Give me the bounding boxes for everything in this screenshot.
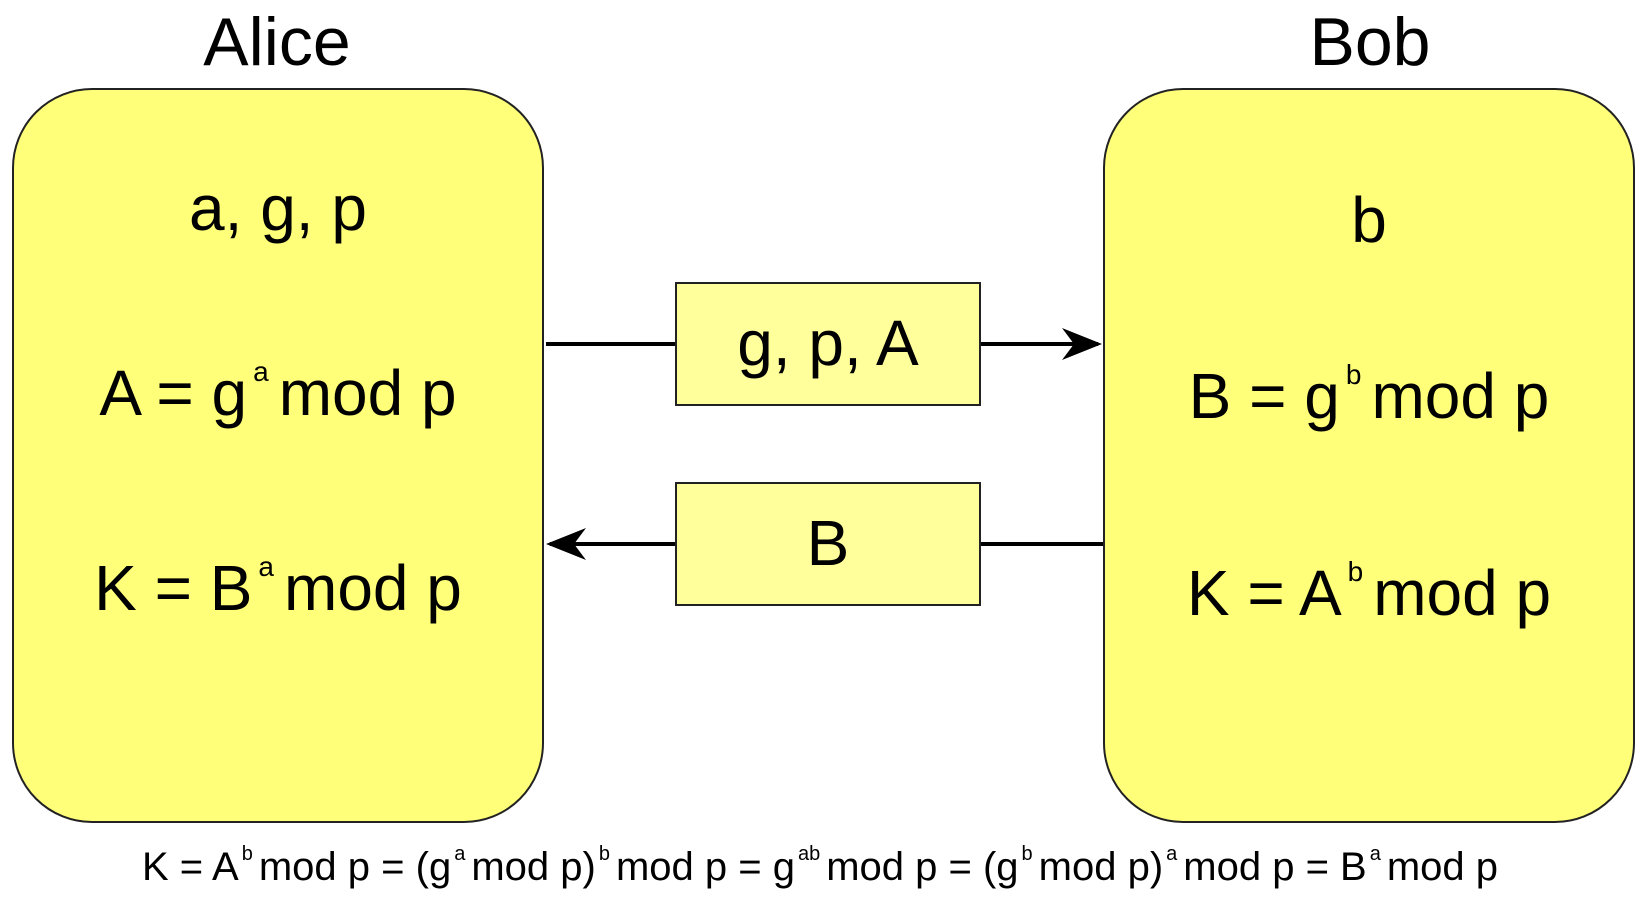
- bob-key-lhs: K = A: [1186, 557, 1342, 629]
- eq-term: mod p = g: [615, 845, 795, 889]
- eq-exponent: b: [241, 843, 253, 865]
- bob-key-exponent: b: [1347, 556, 1364, 587]
- eq-exponent: ab: [797, 843, 821, 865]
- message-to-alice: B: [675, 482, 981, 606]
- alice-public-lhs: A = g: [99, 357, 248, 429]
- eq-exponent: a: [1369, 843, 1381, 865]
- alice-public-exponent: a: [253, 356, 269, 387]
- eq-exponent: a: [1166, 843, 1178, 865]
- eq-term: mod p = (g: [826, 845, 1019, 889]
- message-to-bob: g, p, A: [675, 282, 981, 406]
- eq-term: K = A: [141, 845, 239, 889]
- bob-params: b: [1351, 184, 1387, 256]
- eq-exponent: a: [454, 843, 466, 865]
- bob-key-rhs: mod p: [1373, 557, 1552, 629]
- eq-exponent: b: [598, 843, 610, 865]
- bob-public-lhs: B = g: [1188, 360, 1340, 432]
- bob-public-exponent: b: [1345, 359, 1362, 390]
- eq-term: mod p): [1038, 845, 1164, 889]
- bob-title: Bob: [1309, 4, 1431, 80]
- eq-term: mod p: [1386, 845, 1499, 889]
- alice-title: Alice: [203, 4, 351, 80]
- bob-public-rhs: mod p: [1371, 360, 1550, 432]
- eq-exponent: b: [1021, 843, 1033, 865]
- eq-term: mod p = (g: [258, 845, 452, 889]
- alice-public-rhs: mod p: [278, 357, 457, 429]
- alice-key-exponent: a: [258, 551, 274, 582]
- alice-key-lhs: K = B: [94, 552, 253, 624]
- eq-term: mod p): [471, 845, 596, 889]
- alice-params: a, g, p: [189, 172, 367, 244]
- eq-term: mod p = B: [1183, 845, 1367, 889]
- alice-key-rhs: mod p: [284, 552, 462, 624]
